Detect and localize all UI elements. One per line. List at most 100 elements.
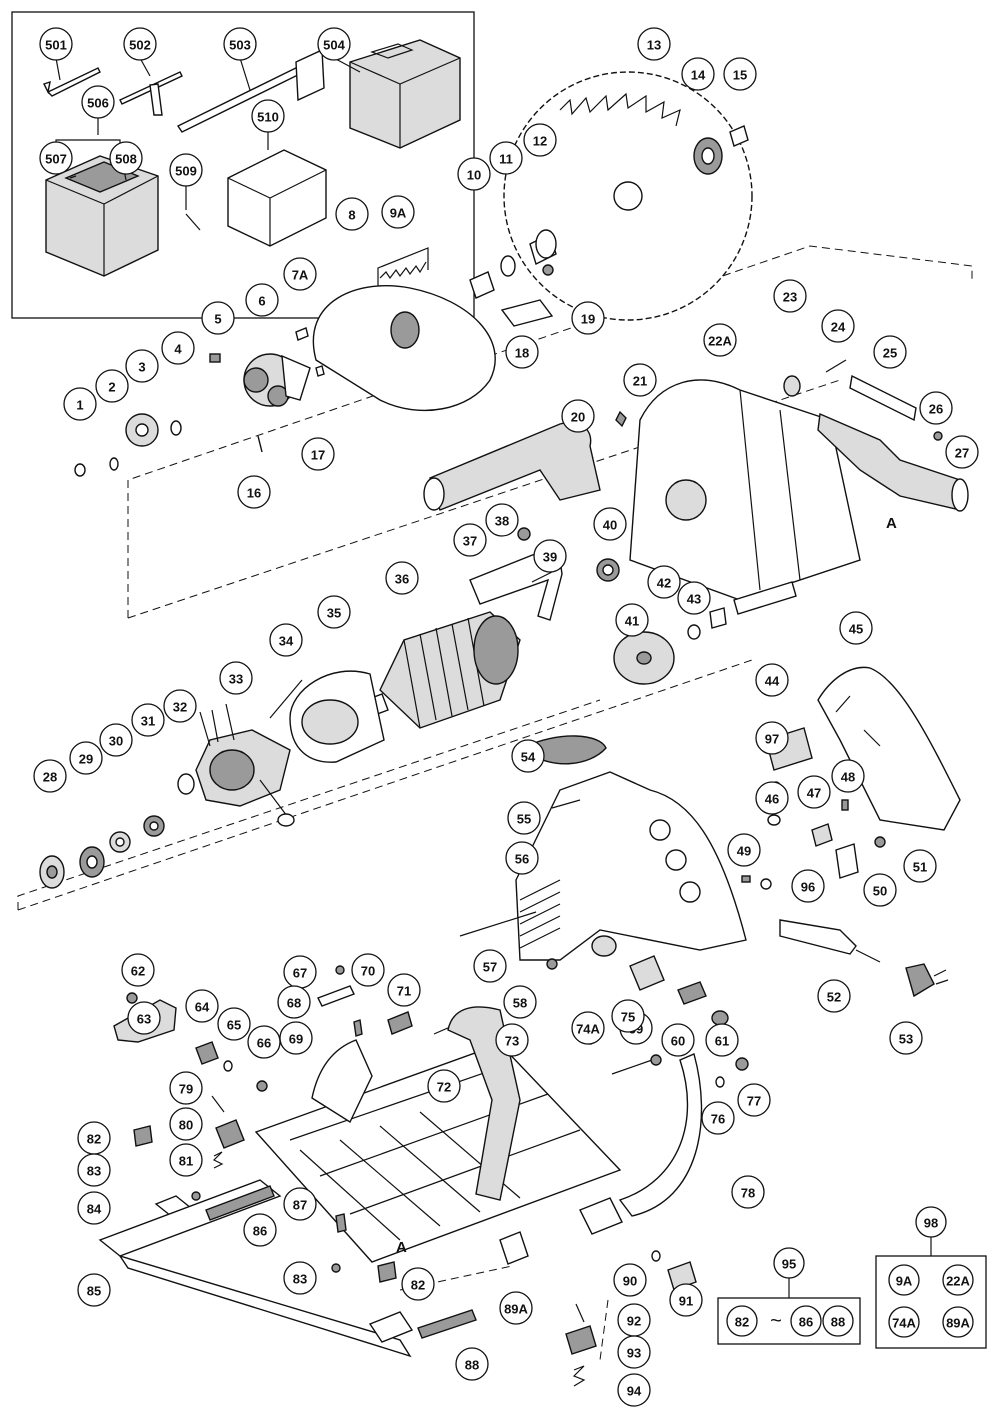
- part-number-label: 82: [411, 1278, 425, 1293]
- part-number-label: 29: [79, 752, 93, 767]
- callout-circle: [623, 363, 657, 397]
- part-number-label: 502: [129, 38, 151, 53]
- callout-circle: [351, 953, 385, 987]
- part-number-label: 65: [227, 1018, 241, 1033]
- callout-circle: [701, 1101, 735, 1135]
- part-number-label: 508: [115, 152, 137, 167]
- callout-502: 502: [123, 27, 157, 61]
- part-number-label: 43: [687, 592, 701, 607]
- part-number-label: 67: [293, 966, 307, 981]
- callout-circle: [903, 849, 937, 883]
- base-assembly: [98, 965, 749, 1387]
- part-number-label: 74A: [576, 1022, 600, 1037]
- part-number-label: 11: [499, 152, 513, 167]
- callout-30: 30: [99, 723, 133, 757]
- callout-circle: [317, 595, 351, 629]
- part-number-label: 30: [109, 734, 123, 749]
- callout-19: 19: [571, 301, 605, 335]
- callout-circle: [755, 781, 789, 815]
- callout-97: 97: [755, 721, 789, 755]
- part-number-label: 509: [175, 164, 197, 179]
- part-number-label: 33: [229, 672, 243, 687]
- callout-circle: [523, 123, 557, 157]
- callout-circle: [77, 1191, 111, 1225]
- part-number-label: 27: [955, 446, 969, 461]
- callout-circle: [283, 1187, 317, 1221]
- callout-23: 23: [773, 279, 807, 313]
- callout-60: 60: [661, 1023, 695, 1057]
- callout-circle: [131, 703, 165, 737]
- part-number-label: 14: [691, 68, 706, 83]
- callout-circle: [453, 523, 487, 557]
- callout-circle: [661, 1023, 695, 1057]
- callout-14: 14: [681, 57, 715, 91]
- svg-text:95: 95: [782, 1257, 796, 1272]
- callout-69: 69: [279, 1021, 313, 1055]
- callout-circle: [499, 1291, 533, 1325]
- callout-26: 26: [919, 391, 953, 425]
- part-number-label: 504: [323, 38, 345, 53]
- set-95-item-82: 82: [726, 1305, 758, 1337]
- callout-42: 42: [647, 565, 681, 599]
- callout-circle: [503, 985, 537, 1019]
- callout-66: 66: [247, 1025, 281, 1059]
- set-98-item-89A: 89A: [942, 1306, 974, 1338]
- part-number-label: 8: [348, 208, 355, 223]
- part-number-label: 77: [747, 1094, 761, 1109]
- callout-circle: [495, 1023, 529, 1057]
- callout-circle: [99, 723, 133, 757]
- part-number-label: 2: [108, 380, 115, 395]
- callout-circle: [163, 689, 197, 723]
- callout-503: 503: [223, 27, 257, 61]
- callout-91: 91: [669, 1283, 703, 1317]
- part-number-label: 34: [279, 634, 294, 649]
- callout-17: 17: [301, 437, 335, 471]
- part-number-label: 38: [495, 514, 509, 529]
- set-95-number: 95: [773, 1247, 805, 1279]
- callout-circle: [457, 157, 491, 191]
- callout-82: 82: [401, 1267, 435, 1301]
- callout-86: 86: [243, 1213, 277, 1247]
- callout-circle: [169, 1071, 203, 1105]
- part-number-label: 39: [543, 550, 557, 565]
- part-number-label: 91: [679, 1294, 693, 1309]
- callout-circle: [485, 503, 519, 537]
- callout-circle: [125, 349, 159, 383]
- svg-text:88: 88: [831, 1315, 845, 1330]
- callout-37: 37: [453, 523, 487, 557]
- callout-508: 508: [109, 141, 143, 175]
- part-number-label: 501: [45, 38, 67, 53]
- part-number-label: 12: [533, 134, 547, 149]
- callout-circle: [283, 257, 317, 291]
- part-number-label: 19: [581, 312, 595, 327]
- callout-circle: [387, 973, 421, 1007]
- part-number-label: 1: [76, 398, 83, 413]
- part-number-label: 89A: [504, 1302, 528, 1317]
- callout-81: 81: [169, 1143, 203, 1177]
- callout-circle: [81, 85, 115, 119]
- part-number-label: 90: [623, 1274, 637, 1289]
- callout-circle: [889, 1021, 923, 1055]
- callout-circle: [611, 999, 645, 1033]
- part-number-label: 46: [765, 792, 779, 807]
- callout-circle: [277, 985, 311, 1019]
- callout-54: 54: [511, 739, 545, 773]
- callout-1: 1: [63, 387, 97, 421]
- set-98-box: [875, 1236, 987, 1349]
- callout-circle: [385, 561, 419, 595]
- callout-circle: [455, 1347, 489, 1381]
- callout-57: 57: [473, 949, 507, 983]
- callout-47: 47: [797, 775, 831, 809]
- set-95-box: [717, 1278, 861, 1345]
- part-number-label: 80: [179, 1118, 193, 1133]
- callout-29: 29: [69, 741, 103, 775]
- svg-text:22A: 22A: [946, 1274, 970, 1289]
- callout-28: 28: [33, 759, 67, 793]
- part-number-label: 75: [621, 1010, 635, 1025]
- part-number-label: 72: [437, 1080, 451, 1095]
- callout-circle: [63, 387, 97, 421]
- callout-circle: [95, 369, 129, 403]
- callout-52: 52: [817, 979, 851, 1013]
- callout-76: 76: [701, 1101, 735, 1135]
